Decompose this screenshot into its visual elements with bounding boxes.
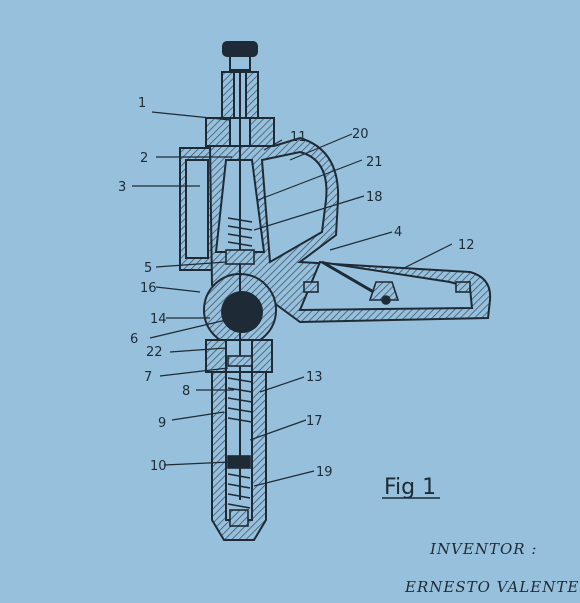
leader-lines xyxy=(132,111,453,487)
inventor-heading: INVENTOR : xyxy=(430,540,538,558)
part-label: 16 xyxy=(140,281,157,296)
part-label: 9 xyxy=(158,416,166,431)
part-label: 17 xyxy=(306,414,323,429)
part-label: 7 xyxy=(144,370,152,385)
part-label: 22 xyxy=(146,345,163,360)
part-label: 12 xyxy=(458,238,475,253)
figure-label: Fig 1 xyxy=(384,475,436,500)
upper-spring xyxy=(227,217,253,247)
part-label: 11 xyxy=(290,130,307,145)
middle-spring xyxy=(227,377,253,423)
part-label: 4 xyxy=(394,225,402,240)
part-labels: 1 2 3 4 5 6 7 8 9 10 11 12 13 14 16 17 1… xyxy=(118,96,475,480)
part-label: 13 xyxy=(306,370,323,385)
part-label: 1 xyxy=(138,96,146,111)
part-label: 5 xyxy=(144,261,152,276)
part-label: 3 xyxy=(118,180,126,195)
knurled-cap xyxy=(222,41,258,57)
lower-spring xyxy=(227,473,251,509)
part-label: 18 xyxy=(366,190,383,205)
part-label: 20 xyxy=(352,127,369,142)
internal-parts xyxy=(225,72,471,527)
part-label: 2 xyxy=(140,151,148,166)
part-label: 14 xyxy=(150,312,167,327)
inventor-name: ERNESTO VALENTE xyxy=(405,578,580,596)
ball xyxy=(221,291,263,333)
part-label: 10 xyxy=(150,459,167,474)
part-label: 19 xyxy=(316,465,333,480)
injector-body xyxy=(179,41,492,541)
part-label: 21 xyxy=(366,155,383,170)
part-label: 6 xyxy=(130,332,138,347)
part-label: 8 xyxy=(182,384,190,399)
